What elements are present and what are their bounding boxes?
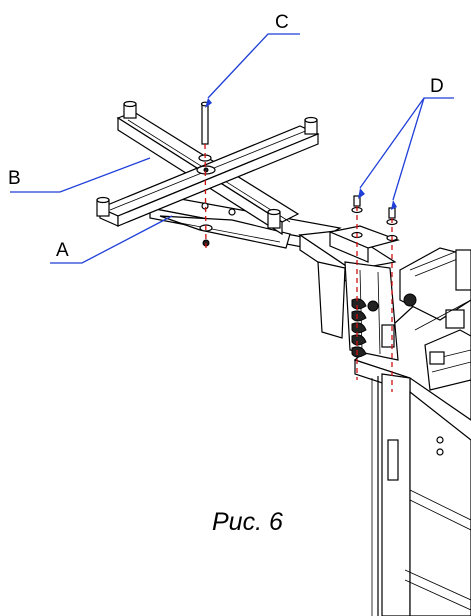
leader-a <box>50 215 173 264</box>
support-arm-a <box>147 197 417 361</box>
machine-body <box>353 247 471 616</box>
figure-caption: Рис. 6 <box>212 508 283 536</box>
label-a: A <box>56 240 69 261</box>
leader-arrowheads <box>205 98 397 210</box>
leader-d-1 <box>359 97 454 189</box>
label-c: C <box>275 12 289 33</box>
callout-leaders <box>10 33 454 264</box>
label-b: B <box>8 168 21 189</box>
leader-c <box>207 33 300 99</box>
leader-b <box>10 157 151 193</box>
label-d: D <box>430 76 444 97</box>
leader-d-2 <box>392 97 425 201</box>
cross-frame-b <box>96 100 320 236</box>
